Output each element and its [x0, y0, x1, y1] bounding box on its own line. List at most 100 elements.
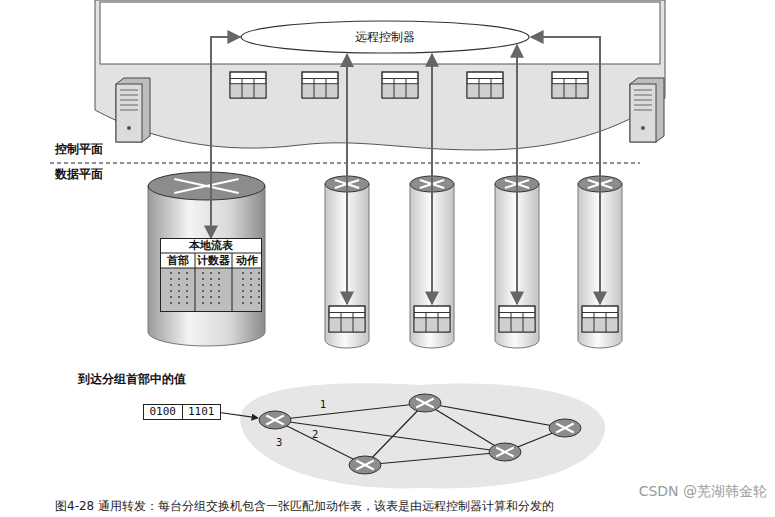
- flow-table-icon: [467, 72, 503, 98]
- table-header: 动作: [232, 254, 262, 268]
- illustration-part: [467, 78, 503, 79]
- table-header: 首部: [160, 254, 195, 268]
- illustration-part: [467, 83, 503, 84]
- illustration-part: [302, 83, 338, 84]
- illustration-part: [356, 461, 374, 470]
- illustration-part: [230, 83, 266, 84]
- illustration-part: [634, 110, 652, 111]
- illustration-part: [634, 100, 652, 101]
- plane-label: 控制平面: [55, 142, 103, 156]
- illustration-part: [166, 272, 190, 308]
- illustration-part: [356, 461, 374, 470]
- illustration-part: [511, 313, 512, 333]
- node-text: 本地流表: [189, 239, 233, 253]
- controller-ellipse: 远程控制器: [240, 20, 530, 54]
- illustration-part: [582, 306, 618, 332]
- illustration-part: [499, 306, 535, 332]
- illustration-part: [606, 313, 607, 333]
- illustration-part: [438, 313, 439, 333]
- illustration-part: [259, 411, 291, 429]
- illustration-part: [479, 79, 480, 99]
- network-routers: [259, 394, 581, 474]
- flow-table-icon: [414, 306, 450, 332]
- illustration-part: [556, 424, 574, 433]
- illustration-part: [160, 268, 262, 269]
- illustration-part: [120, 105, 138, 106]
- flow-table-icon: [499, 306, 535, 332]
- server-icon: [630, 78, 664, 142]
- flow-table-box: 本地流表: [160, 238, 262, 312]
- illustration-part: [552, 72, 588, 98]
- illustration-part: [552, 72, 588, 98]
- illustration-part: [489, 443, 521, 461]
- illustration-part: [174, 179, 238, 193]
- illustration-part: [341, 313, 342, 333]
- port-number: 2: [312, 428, 318, 442]
- illustration-part: [425, 403, 505, 452]
- illustration-part: [266, 416, 284, 425]
- illustration-part: [120, 95, 138, 96]
- illustration-part: [576, 79, 577, 99]
- illustration-part: [116, 84, 142, 142]
- illustration-part: [160, 253, 262, 254]
- illustration-part: [641, 126, 645, 130]
- illustration-part: [414, 312, 450, 313]
- illustration-part: [238, 272, 262, 308]
- illustration-part: [353, 313, 354, 333]
- header-bits: 1101: [182, 405, 221, 419]
- illustration-part: [414, 318, 450, 332]
- illustration-part: [409, 394, 441, 412]
- control-arrow: [346, 54, 348, 304]
- illustration-part: [314, 79, 315, 99]
- illustration-part: [349, 456, 381, 474]
- illustration-part: [302, 78, 338, 79]
- illustration-part: [329, 318, 365, 332]
- illustration-part: [549, 419, 581, 437]
- illustration-part: [552, 84, 588, 98]
- illustration-part: [329, 306, 365, 332]
- illustration-part: [394, 79, 395, 99]
- figure-caption: 图4-28 通用转发：每台分组交换机包含一张匹配加动作表，该表是由远程控制器计算…: [55, 499, 554, 513]
- illustration-part: [382, 83, 418, 84]
- header-bits: 0100: [144, 405, 182, 419]
- illustration-part: [275, 420, 505, 452]
- control-connector: [211, 37, 240, 238]
- illustration-part: [329, 306, 365, 332]
- illustration-part: [634, 90, 652, 91]
- control-arrow: [431, 54, 433, 304]
- illustration-part: [232, 253, 233, 312]
- illustration-part: [594, 313, 595, 333]
- illustration-part: [414, 306, 450, 332]
- flow-table-icon: [329, 306, 365, 332]
- flow-table-icon: [230, 72, 266, 98]
- illustration-part: [499, 306, 535, 332]
- illustration-part: [160, 238, 262, 312]
- illustration-part: [552, 78, 588, 79]
- control-arrow: [531, 37, 600, 304]
- flow-table-icon: [382, 72, 418, 98]
- ellipse-shape: [241, 21, 529, 53]
- illustration-part: [499, 312, 535, 313]
- illustration-part: [414, 306, 450, 332]
- illustration-part: [467, 72, 503, 98]
- illustration-part: [564, 79, 565, 99]
- illustration-part: [491, 79, 492, 99]
- packet-arrow: [216, 412, 258, 418]
- illustration-part: [116, 78, 150, 142]
- illustration-part: [416, 399, 434, 408]
- illustration-part: [120, 90, 138, 91]
- flow-table-grid: [160, 238, 262, 312]
- illustration-part: [523, 313, 524, 333]
- illustration-part: [556, 424, 574, 433]
- network-links: [275, 403, 565, 465]
- illustration-part: [630, 84, 656, 142]
- illustration-part: [630, 78, 664, 142]
- server-icon: [116, 78, 150, 142]
- illustration-part: [302, 84, 338, 98]
- illustration-part: [254, 79, 255, 99]
- illustration-part: [174, 179, 238, 193]
- illustration-part: [582, 312, 618, 313]
- illustration-part: [329, 317, 365, 318]
- illustration-part: [499, 318, 535, 332]
- illustration-part: [201, 272, 225, 308]
